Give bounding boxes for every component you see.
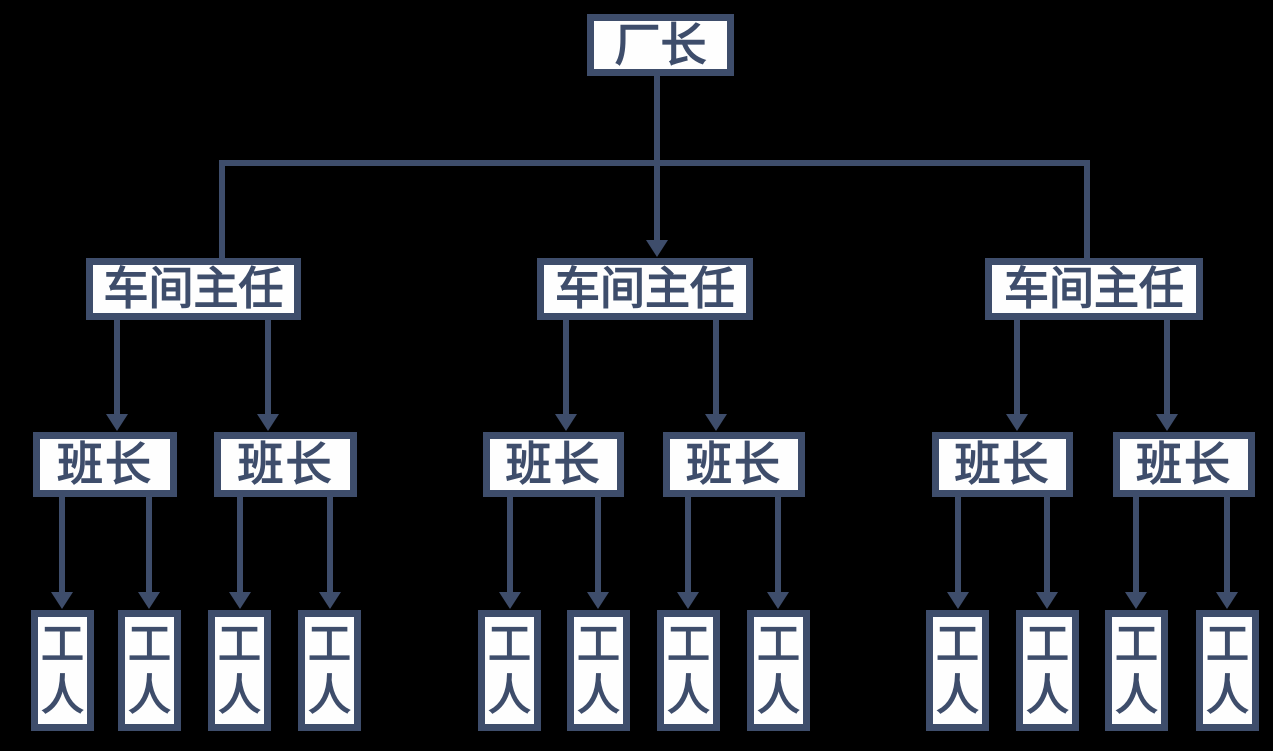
node-label: 车间主任 (554, 263, 735, 315)
arrowhead-wk11 (1216, 592, 1238, 609)
node-team-leader-4: 班长 (663, 432, 805, 497)
node-label: 工人 (41, 620, 84, 720)
arrowhead-wk4 (499, 592, 521, 609)
node-worker-12: 工人 (1196, 610, 1259, 731)
node-label: 工人 (936, 620, 979, 720)
node-worker-4: 工人 (298, 610, 361, 731)
node-label: 工人 (1026, 620, 1069, 720)
node-worker-5: 工人 (478, 610, 541, 731)
arrowhead-tl1 (257, 414, 279, 431)
arrowhead-wk7 (767, 592, 789, 609)
node-factory-director: 厂长 (587, 14, 734, 76)
node-workshop-director-2: 车间主任 (537, 258, 753, 320)
arrowhead-wk6 (677, 592, 699, 609)
arrowhead-tl2 (555, 414, 577, 431)
node-team-leader-5: 班长 (932, 432, 1073, 497)
arrowhead-wk10 (1125, 592, 1147, 609)
node-label: 工人 (488, 620, 531, 720)
node-worker-6: 工人 (567, 610, 630, 731)
arrowhead-wk1 (138, 592, 160, 609)
node-worker-8: 工人 (747, 610, 810, 731)
arrowhead-wk0 (51, 592, 73, 609)
node-team-leader-2: 班长 (214, 432, 357, 497)
node-team-leader-6: 班长 (1113, 432, 1255, 497)
node-label: 班长 (686, 438, 782, 491)
node-workshop-director-1: 车间主任 (86, 258, 301, 320)
node-label: 班长 (954, 438, 1051, 491)
arrowhead-tl0 (106, 414, 128, 431)
arrowhead-tl5 (1156, 414, 1178, 431)
node-worker-1: 工人 (31, 610, 94, 731)
connectors-teamleader-to-worker (51, 497, 1238, 609)
arrowhead-wk2 (229, 592, 251, 609)
arrowhead-tl4 (1006, 414, 1028, 431)
node-label: 工人 (757, 620, 800, 720)
node-worker-9: 工人 (926, 610, 989, 731)
node-worker-11: 工人 (1105, 610, 1168, 731)
node-label: 工人 (577, 620, 620, 720)
arrowhead-wk9 (1036, 592, 1058, 609)
arrowhead-drop-middle (646, 240, 668, 257)
node-team-leader-1: 班长 (33, 432, 177, 497)
node-label: 工人 (1115, 620, 1158, 720)
arrowhead-wk3 (319, 592, 341, 609)
node-label: 工人 (218, 620, 261, 720)
node-label: 厂长 (614, 18, 707, 71)
connectors-root-to-workshop (219, 76, 1090, 258)
node-label: 班长 (1136, 438, 1232, 491)
node-worker-7: 工人 (657, 610, 720, 731)
node-label: 车间主任 (103, 263, 284, 315)
node-label: 班长 (237, 438, 334, 491)
node-label: 班长 (505, 438, 602, 491)
node-worker-3: 工人 (208, 610, 271, 731)
node-label: 工人 (128, 620, 171, 720)
connectors-workshop-to-teamleader (106, 320, 1178, 431)
arrowhead-wk8 (947, 592, 969, 609)
node-label: 工人 (308, 620, 351, 720)
node-worker-10: 工人 (1016, 610, 1079, 731)
node-workshop-director-3: 车间主任 (985, 258, 1203, 320)
node-team-leader-3: 班长 (483, 432, 624, 497)
arrowhead-tl3 (705, 414, 727, 431)
node-label: 工人 (667, 620, 710, 720)
arrowhead-wk5 (587, 592, 609, 609)
node-label: 班长 (57, 438, 153, 491)
node-worker-2: 工人 (118, 610, 181, 731)
node-label: 车间主任 (1003, 263, 1184, 315)
node-label: 工人 (1206, 620, 1249, 720)
